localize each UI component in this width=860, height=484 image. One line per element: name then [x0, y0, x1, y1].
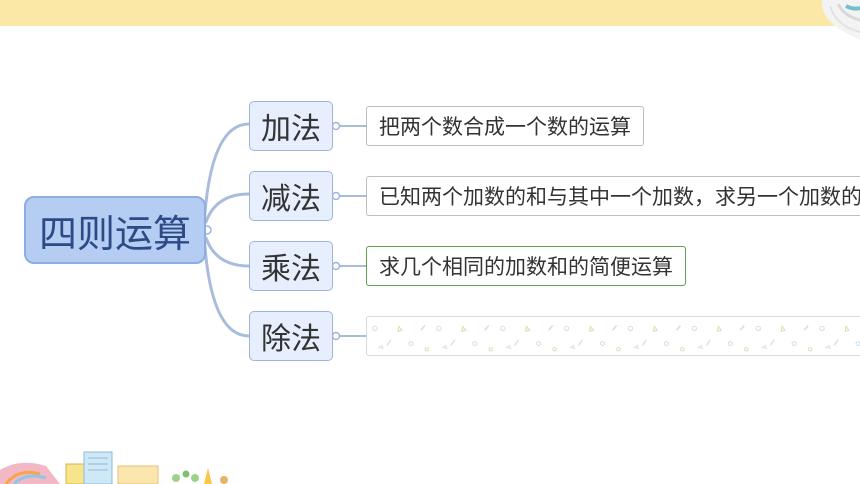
description-division-hidden[interactable]: [366, 316, 860, 356]
branch-node-label: 减法: [261, 182, 321, 217]
hidden-pattern-icon: [367, 317, 860, 355]
description-text: 已知两个加数的和与其中一个加数，求另一个加数的运算: [379, 185, 860, 209]
description-subtraction[interactable]: 已知两个加数的和与其中一个加数，求另一个加数的运算: [366, 176, 860, 216]
top-banner: [0, 0, 860, 26]
root-node[interactable]: 四则运算: [24, 196, 206, 264]
bottom-decoration-icon: [0, 451, 228, 484]
branch-node-multiplication[interactable]: 乘法: [249, 241, 333, 291]
branch-node-division[interactable]: 除法: [249, 311, 333, 361]
description-multiplication[interactable]: 求几个相同的加数和的简便运算: [366, 246, 686, 286]
branch-node-subtraction[interactable]: 减法: [249, 171, 333, 221]
corner-decoration-icon: [821, 0, 860, 40]
branch-node-label: 除法: [261, 322, 321, 357]
branch-node-addition[interactable]: 加法: [249, 101, 333, 151]
description-text: 求几个相同的加数和的简便运算: [379, 255, 673, 279]
description-text: 把两个数合成一个数的运算: [379, 115, 631, 139]
branch-node-label: 加法: [261, 112, 321, 147]
root-node-label: 四则运算: [38, 211, 191, 256]
description-addition[interactable]: 把两个数合成一个数的运算: [366, 106, 644, 146]
branch-node-label: 乘法: [261, 252, 321, 287]
